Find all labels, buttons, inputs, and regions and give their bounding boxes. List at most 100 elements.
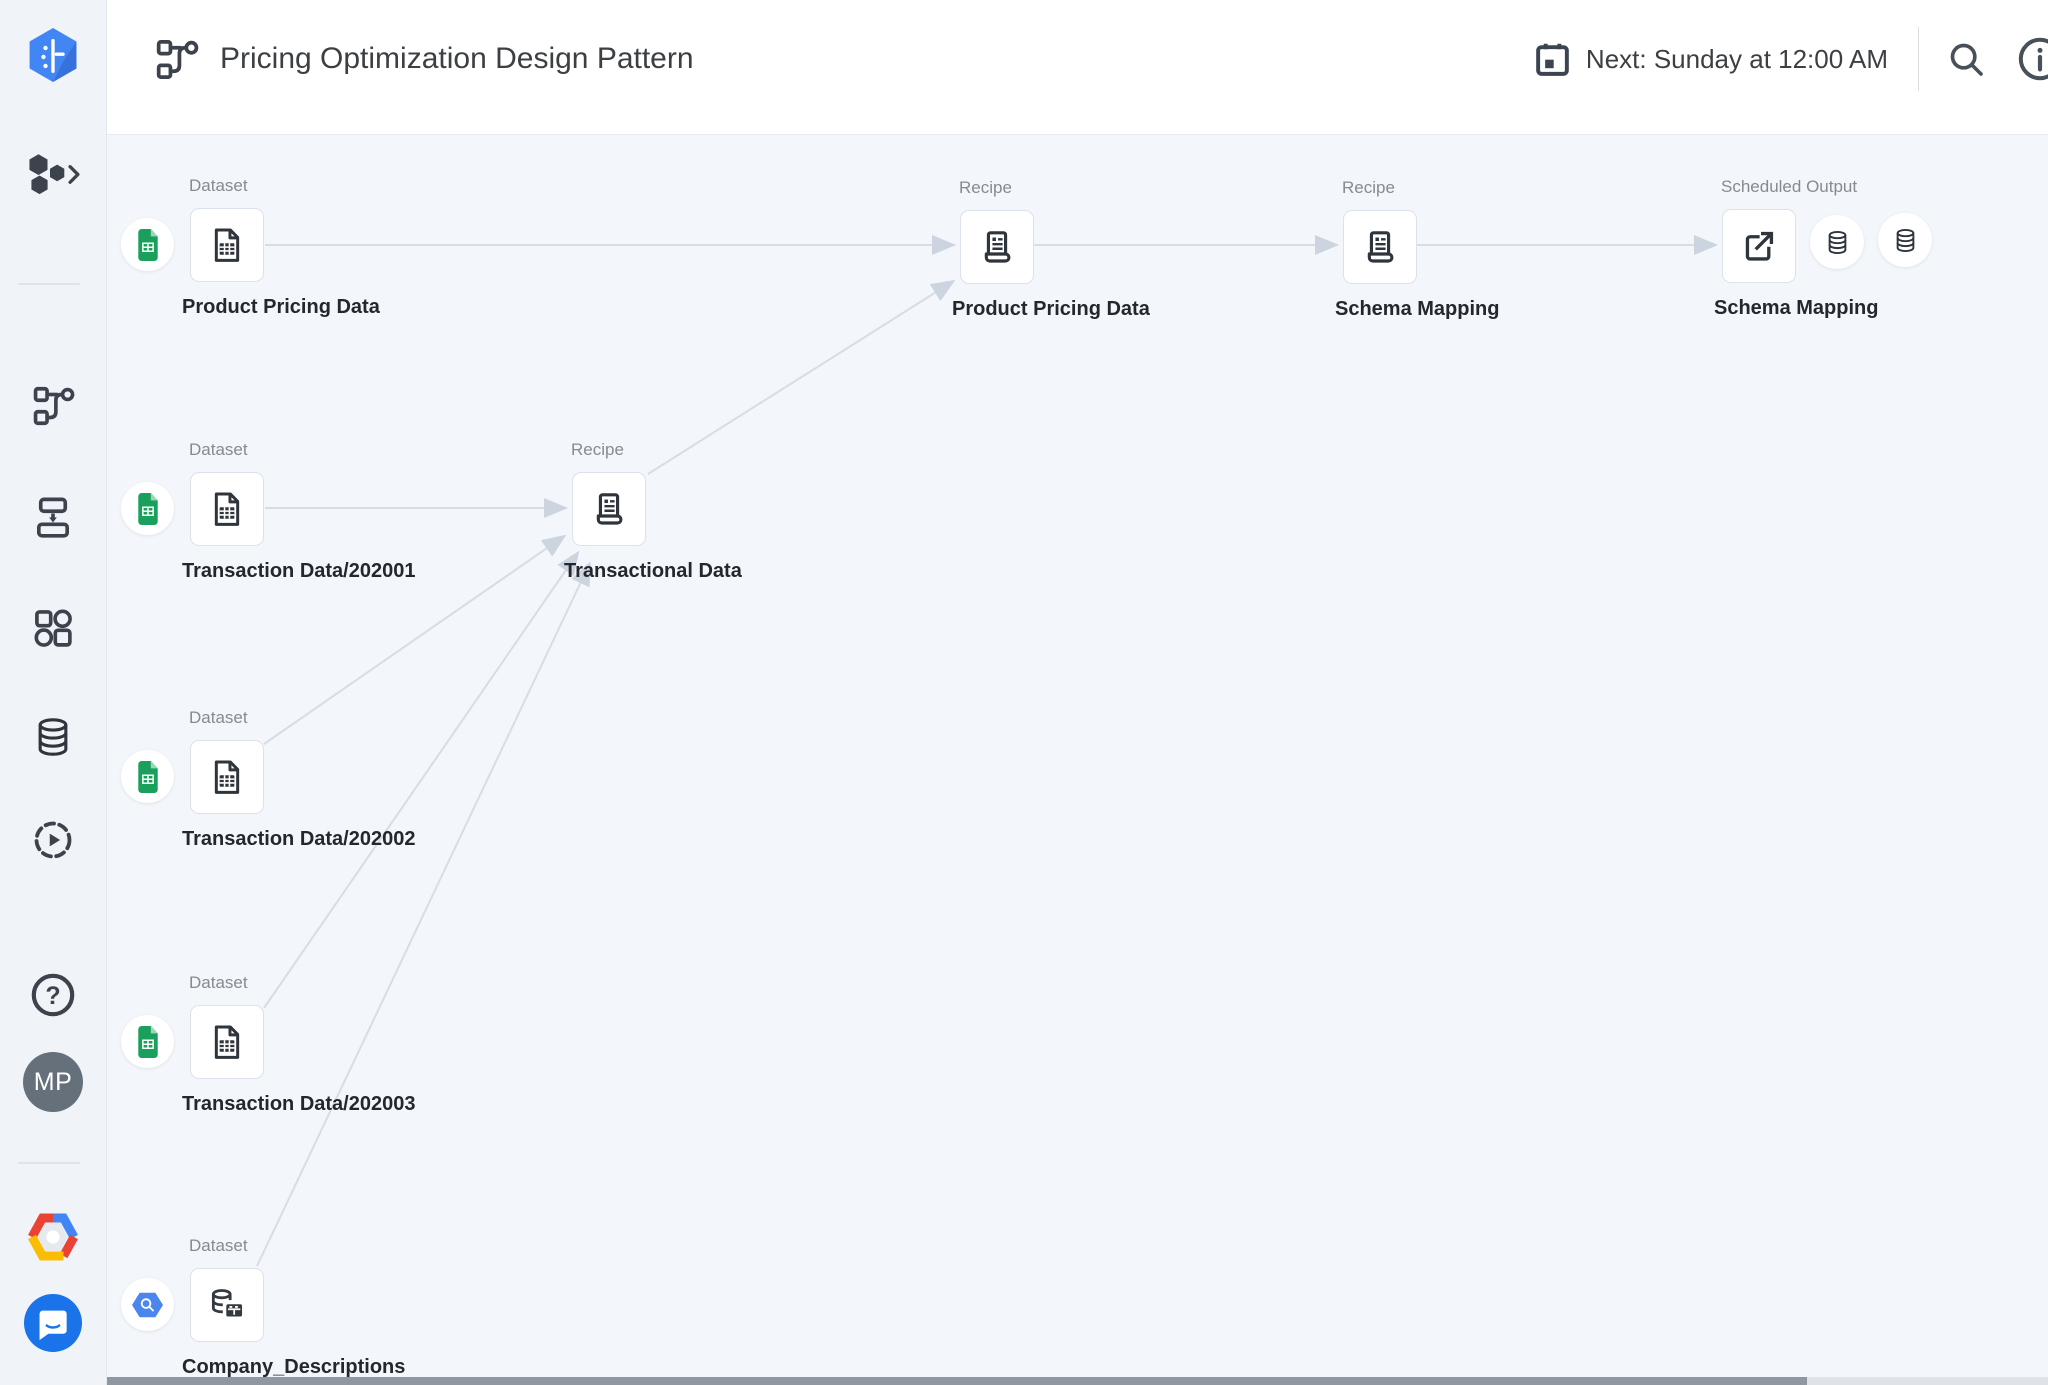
sidebar: ? MP xyxy=(0,0,107,1385)
node-name-label: Schema Mapping xyxy=(1335,298,1500,320)
info-icon xyxy=(2018,37,2048,81)
sidebar-item-plans[interactable] xyxy=(30,494,76,540)
schedule-text: Next: Sunday at 12:00 AM xyxy=(1585,43,1888,74)
dataset-card[interactable] xyxy=(190,208,264,282)
hexagon-cluster-icon xyxy=(29,154,80,195)
header-divider xyxy=(1918,27,1919,91)
node-type-label: Dataset xyxy=(189,176,248,195)
dataset-file-icon xyxy=(206,756,248,798)
dataset-card[interactable] xyxy=(190,472,264,546)
flow-node-dataset: Dataset Company_Descriptions xyxy=(121,1236,405,1378)
sidebar-divider xyxy=(18,1162,80,1164)
sidebar-item-help[interactable]: ? xyxy=(29,971,77,1019)
topbar-left: Pricing Optimization Design Pattern xyxy=(153,22,694,96)
flow-edges xyxy=(256,235,1718,1267)
scheduled-output-card[interactable] xyxy=(1722,209,1796,283)
node-type-label: Recipe xyxy=(1342,178,1395,197)
database-icon xyxy=(1892,227,1919,254)
google-cloud-logo xyxy=(26,1213,80,1261)
node-type-label: Dataset xyxy=(189,973,248,992)
flow-node-recipe: Recipe Transactional Data xyxy=(564,440,742,582)
chevron-right-icon xyxy=(68,165,80,184)
flow-canvas[interactable]: Dataset Product Pricing Data Recipe Prod… xyxy=(107,135,2048,1385)
flow-title-icon xyxy=(153,36,200,83)
recipe-scroll-icon xyxy=(588,488,630,530)
flow-icon xyxy=(30,383,76,429)
publish-arrow-icon xyxy=(1738,225,1780,267)
node-name-label: Schema Mapping xyxy=(1714,297,1879,319)
dataset-card[interactable] xyxy=(190,1268,264,1342)
sidebar-item-flows[interactable] xyxy=(30,383,76,429)
output-destination[interactable] xyxy=(1810,215,1864,269)
dataset-file-icon xyxy=(206,488,248,530)
recipe-card[interactable] xyxy=(960,210,1034,284)
sheets-icon xyxy=(136,229,160,261)
dataprep-logo[interactable] xyxy=(26,27,80,87)
recipe-card[interactable] xyxy=(1343,210,1417,284)
google-cloud-icon xyxy=(28,1213,78,1261)
node-type-label: Dataset xyxy=(189,440,248,459)
sidebar-item-library[interactable] xyxy=(30,605,76,651)
recipe-scroll-icon xyxy=(1359,226,1401,268)
flow-node-dataset: Dataset Transaction Data/202001 xyxy=(121,440,415,582)
search-button[interactable] xyxy=(1946,39,1986,79)
dataset-file-icon xyxy=(206,1021,248,1063)
sidebar-divider xyxy=(18,283,80,285)
dataset-card[interactable] xyxy=(190,740,264,814)
node-name-label: Transaction Data/202003 xyxy=(182,1093,416,1115)
node-name-label: Company_Descriptions xyxy=(182,1356,406,1378)
sheets-icon xyxy=(136,1026,160,1058)
node-type-label: Dataset xyxy=(189,708,248,727)
node-name-label: Product Pricing Data xyxy=(952,298,1150,320)
run-history-icon xyxy=(34,821,72,859)
flow-node-recipe: Recipe Product Pricing Data xyxy=(952,178,1150,320)
database-icon xyxy=(1824,229,1851,256)
google-sheets-badge xyxy=(121,1015,174,1068)
sheets-icon xyxy=(136,761,160,793)
recipe-card[interactable] xyxy=(572,472,646,546)
library-grid-icon xyxy=(34,609,72,647)
info-button[interactable] xyxy=(2016,35,2048,83)
output-destination[interactable] xyxy=(1878,213,1932,267)
sidebar-item-connections[interactable] xyxy=(31,715,75,759)
database-table-icon xyxy=(206,1284,248,1326)
flow-node-scheduled-output: Scheduled Output Schema Mapping xyxy=(1714,177,1932,319)
node-name-label: Transaction Data/202002 xyxy=(182,828,416,850)
avatar-initials: MP xyxy=(23,1052,83,1112)
database-icon xyxy=(31,715,75,759)
node-type-label: Scheduled Output xyxy=(1721,177,1858,196)
horizontal-scrollbar-track xyxy=(107,1377,2048,1385)
chat-bubble-icon xyxy=(24,1294,82,1352)
bigquery-icon xyxy=(132,1291,163,1319)
plan-icon xyxy=(36,497,70,538)
node-name-label: Transaction Data/202001 xyxy=(182,560,416,582)
flow-node-recipe: Recipe Schema Mapping xyxy=(1335,178,1499,320)
recipe-scroll-icon xyxy=(976,226,1018,268)
google-sheets-badge xyxy=(121,750,174,803)
horizontal-scrollbar-thumb[interactable] xyxy=(107,1377,1807,1385)
topbar-right: Next: Sunday at 12:00 AM xyxy=(1532,27,2048,91)
dataset-file-icon xyxy=(206,224,248,266)
google-sheets-badge xyxy=(121,218,174,271)
svg-text:?: ? xyxy=(45,982,60,1010)
node-type-label: Recipe xyxy=(959,178,1012,197)
node-name-label: Transactional Data xyxy=(564,560,742,582)
dataprep-logo-icon xyxy=(29,28,77,82)
search-icon xyxy=(1950,43,1983,76)
node-name-label: Product Pricing Data xyxy=(182,296,380,318)
flow-node-dataset: Dataset Transaction Data/202002 xyxy=(121,708,415,850)
support-chat-button[interactable] xyxy=(24,1294,82,1352)
calendar-icon xyxy=(1536,43,1569,76)
topbar: Pricing Optimization Design Pattern Next… xyxy=(107,0,2048,135)
user-avatar[interactable]: MP xyxy=(23,1052,83,1112)
bigquery-badge xyxy=(121,1278,174,1331)
projects-switcher[interactable] xyxy=(25,154,81,196)
schedule-chip[interactable]: Next: Sunday at 12:00 AM xyxy=(1532,39,1888,80)
node-type-label: Dataset xyxy=(189,1236,248,1255)
flow-node-dataset: Dataset Transaction Data/202003 xyxy=(121,973,415,1115)
sidebar-item-job-history[interactable] xyxy=(30,817,76,863)
google-sheets-badge xyxy=(121,482,174,535)
dataset-card[interactable] xyxy=(190,1005,264,1079)
help-icon: ? xyxy=(31,973,75,1017)
